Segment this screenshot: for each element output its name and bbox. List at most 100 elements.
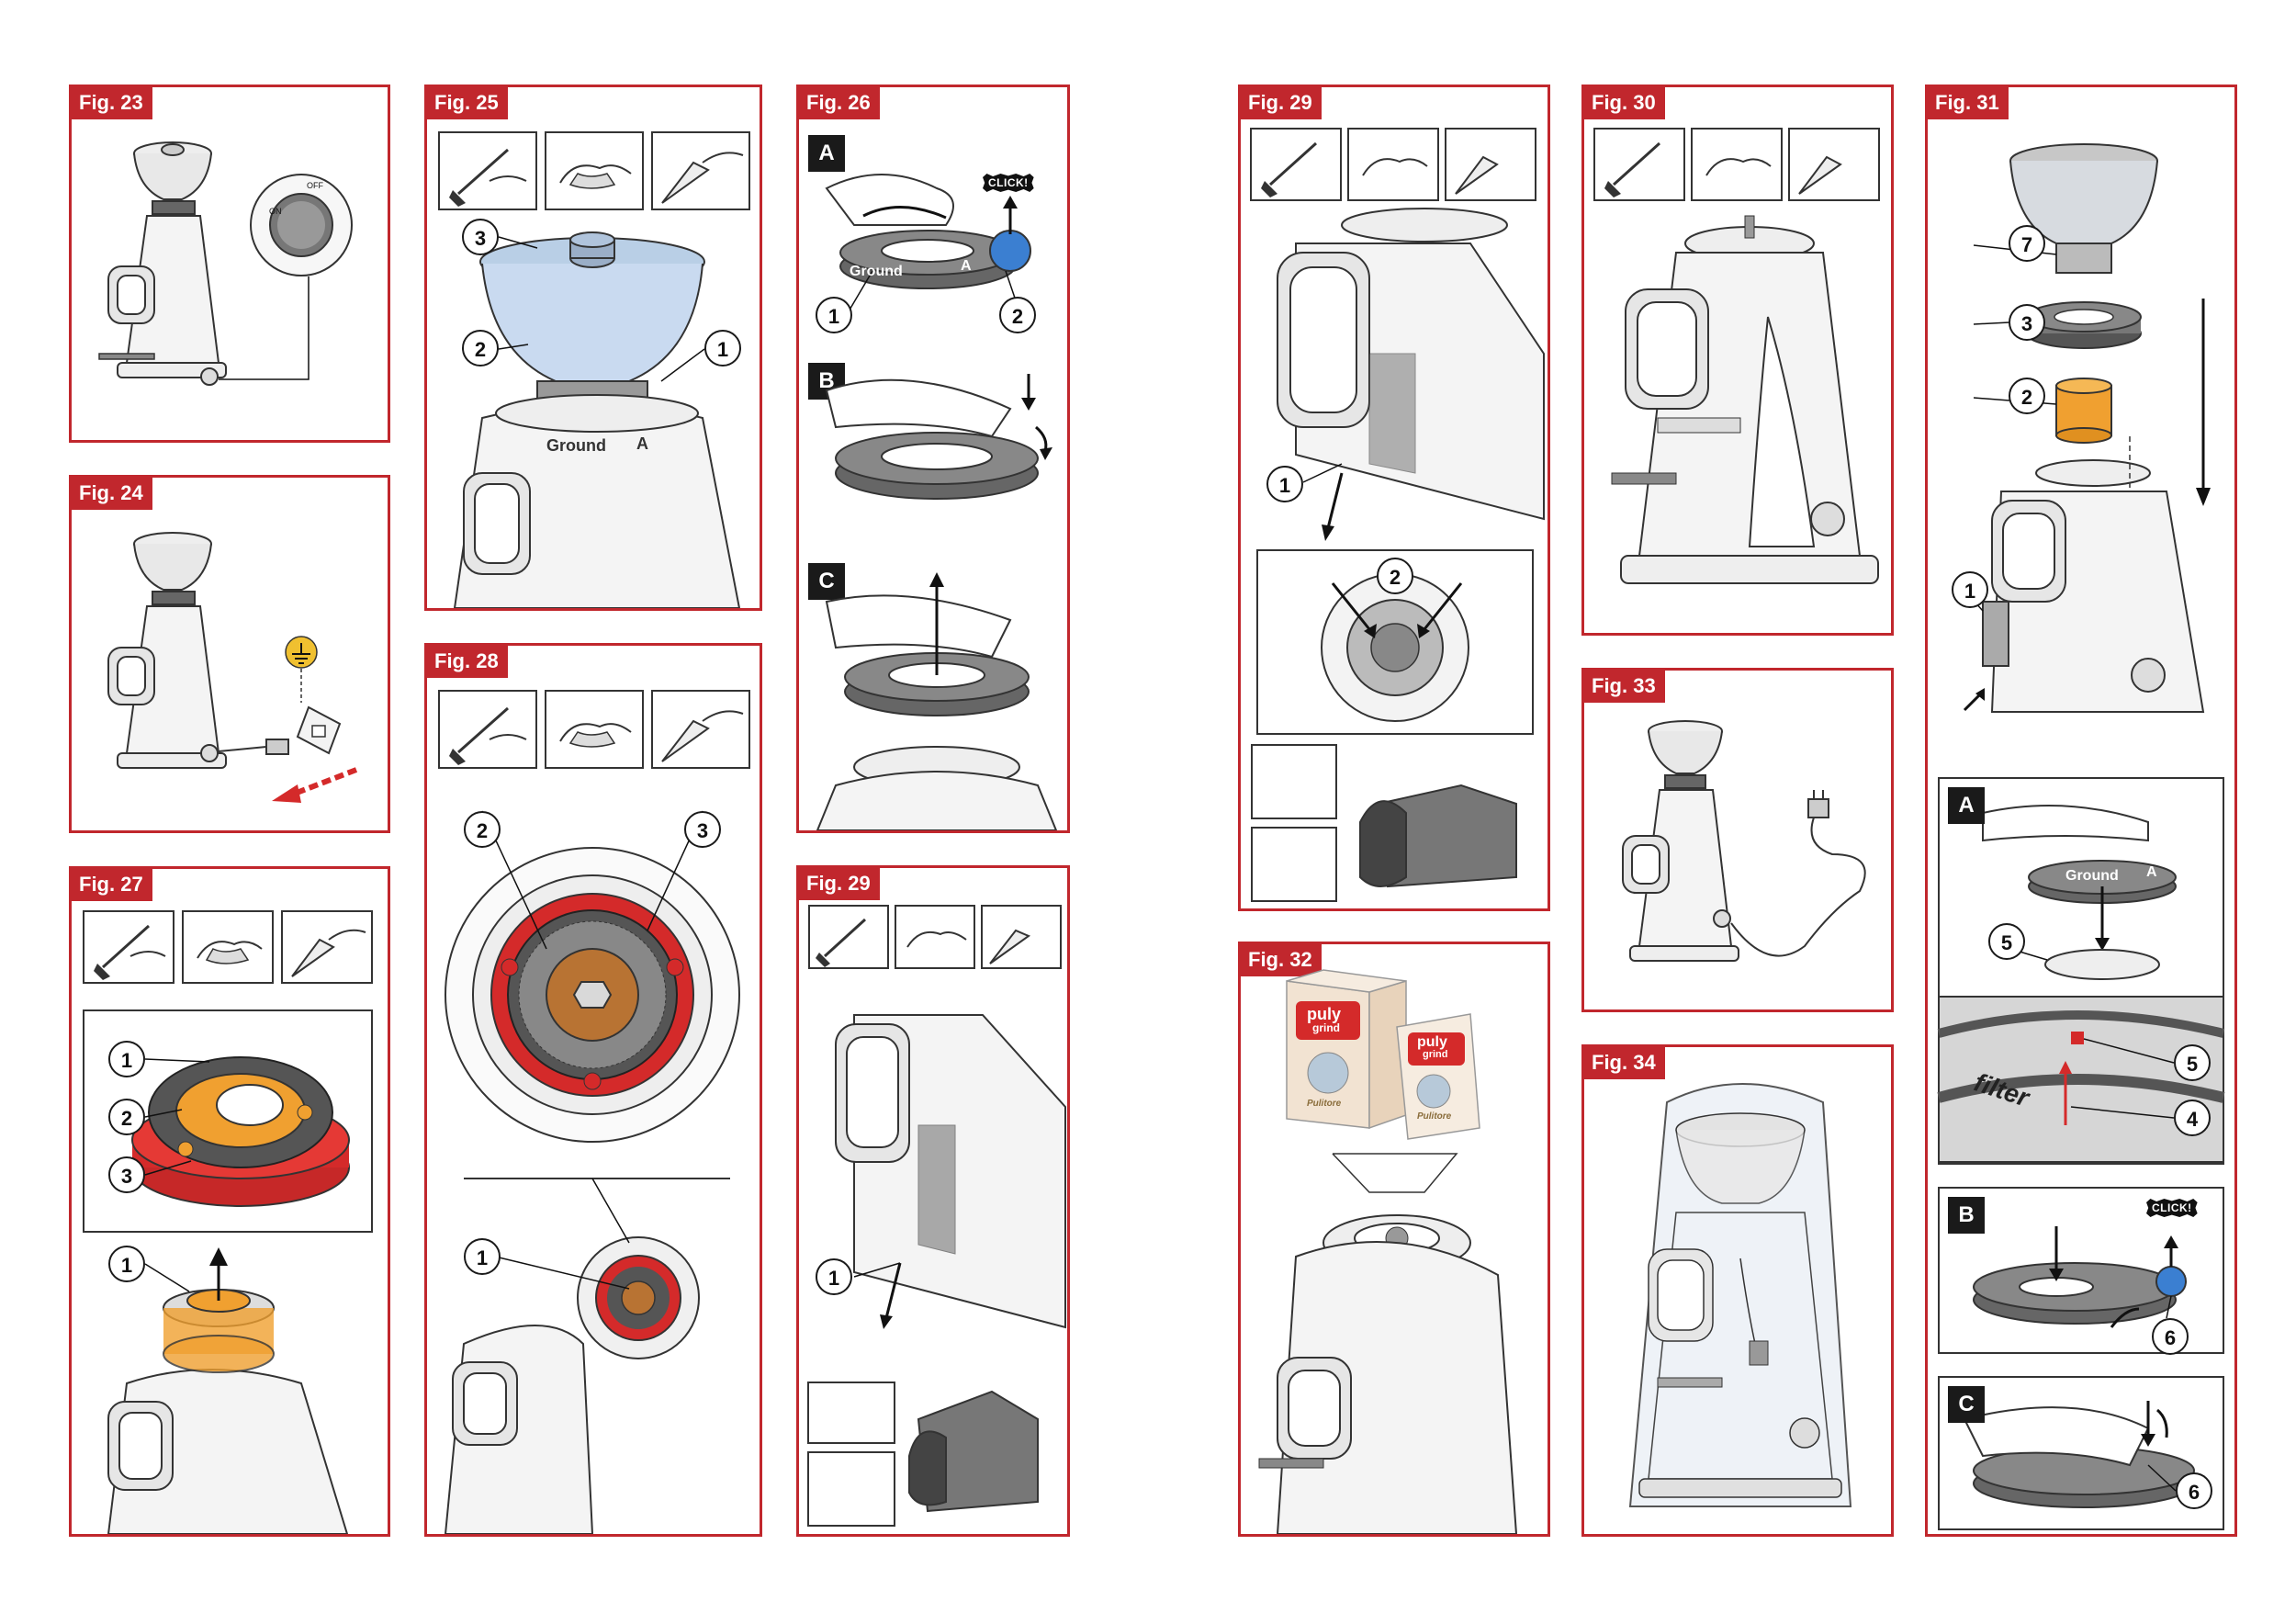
nozzle-icon-box [651,690,750,769]
callout-5-detail: 5 [2174,1044,2211,1081]
brush-icon-box [83,910,174,984]
ring-brand-text: Ground [546,436,606,455]
figure-32-label: Fig. 32 [1241,944,1322,976]
ring-brand-text-b: A [636,434,648,453]
figure-34-panel: Fig. 34 [1581,1044,1894,1537]
figure-23-label: Fig. 23 [72,87,152,119]
figure-34-label: Fig. 34 [1584,1047,1665,1079]
callout-3: 3 [2009,304,2045,341]
vacuum-nozzle-icon [291,929,366,977]
brush-icon [1261,141,1318,197]
chute-cleaning-illustration [1251,208,1545,902]
cloth-icon [197,941,263,964]
figure-27-label: Fig. 27 [72,869,152,901]
package-brand-left: puly [1307,1005,1342,1023]
figure-25-label: Fig. 25 [427,87,508,119]
cloth-icon [559,723,632,748]
figure-29-panel-left: Fig. 29 1 [796,865,1070,1537]
figure-29-panel-right: Fig. 29 1 2 [1238,85,1550,911]
grinder-body-cleaning-illustration [1611,215,1879,584]
brush-icon [94,924,166,980]
grinder-switch-illustration: ON OFF [98,141,353,386]
callout-3: 3 [108,1156,145,1193]
package-brand-right: puly [1417,1034,1447,1050]
callout-1: 1 [1266,466,1303,502]
package-text-left: Pulitore [1307,1099,1342,1109]
nozzle-icon-box [281,910,373,984]
callout-4: 4 [2174,1100,2211,1136]
callout-2: 2 [999,297,1036,333]
switch-off-label: OFF [307,181,323,190]
switch-on-label: ON [269,207,282,216]
cloth-icon-box [182,910,274,984]
nozzle-icon-box [1445,128,1536,201]
callout-1: 1 [816,1258,852,1295]
vacuum-nozzle-icon [1798,155,1842,195]
cloth-icon-box [895,905,975,969]
brush-icon-box [438,690,537,769]
callout-1: 1 [704,330,741,367]
package-text-right: Pulitore [1417,1111,1452,1122]
callout-2: 2 [462,330,499,367]
burr-carrier-detail [131,1056,350,1207]
brush-icon-box [1250,128,1342,201]
figure-30-panel: Fig. 30 [1581,85,1894,636]
figure-25-panel: Fig. 25 Ground A 3 2 1 [424,85,762,611]
figure-29-label: Fig. 29 [1241,87,1322,119]
figure-28-panel: Fig. 28 2 3 1 [424,643,762,1537]
grinder-wrapped-storage-illustration [1628,1083,1852,1507]
callout-3: 3 [684,811,721,848]
ring-adjustment-illustration [816,174,1058,830]
figure-27-panel: Fig. 27 1 2 3 [69,866,390,1537]
callout-6: 6 [2152,1318,2189,1355]
brush-icon [449,706,527,765]
ring-brand-text: Ground [2065,868,2119,884]
callout-1: 1 [1952,571,1988,608]
vacuum-nozzle-icon [661,152,744,204]
brush-icon [1604,141,1661,197]
grinding-burr-illustration [444,810,740,1534]
hopper-removal-illustration [453,231,741,608]
click-badge: CLICK! [983,174,1034,192]
brush-icon [449,148,527,207]
brush-icon-box [808,905,889,969]
callout-1-lower: 1 [108,1246,145,1282]
brush-icon [816,918,867,967]
figure-23-panel: Fig. 23 ON OFF [69,85,390,443]
cloth-icon [1705,158,1772,176]
vacuum-nozzle-icon [1455,155,1499,195]
brush-icon-box [438,131,537,210]
cloth-icon [906,930,967,948]
grinder-unplug-illustration [107,532,358,803]
ring-brand-text-b: A [2146,864,2157,880]
vacuum-nozzle-icon [989,929,1031,964]
figure-29-label: Fig. 29 [799,868,880,900]
ring-brand-text-b: A [961,258,972,274]
package-brand-sub-left: grind [1312,1021,1340,1034]
nozzle-icon-box [1788,128,1880,201]
brush-icon-box [1593,128,1685,201]
cloth-icon [1362,158,1428,176]
callout-2: 2 [1377,558,1413,594]
cloth-icon-box [1691,128,1783,201]
ring-brand-text: Ground [850,264,903,279]
callout-1: 1 [108,1041,145,1077]
figure-31-panel: Fig. 31 [1925,85,2237,1537]
figure-30-label: Fig. 30 [1584,87,1665,119]
step-a-marker: A [1948,787,1985,824]
callout-3: 3 [462,219,499,255]
callout-1: 1 [464,1238,501,1275]
cloth-icon-box [545,690,644,769]
grounds-chute-illustration [807,1014,1066,1527]
grinder-plug-in-illustration [1622,720,1866,962]
callout-5: 5 [1988,923,2025,960]
figure-24-panel: Fig. 24 [69,475,390,833]
package-brand-sub-right: grind [1423,1049,1448,1060]
step-c-marker: C [1948,1386,1985,1423]
nozzle-icon-box [981,905,1062,969]
nozzle-icon-box [651,131,750,210]
cleaning-tablets-illustration [1258,969,1518,1534]
figure-32-panel: Fig. 32 puly grind puly grind Pulitore P… [1238,942,1550,1537]
cloth-icon [559,164,632,189]
figure-28-label: Fig. 28 [427,646,508,678]
